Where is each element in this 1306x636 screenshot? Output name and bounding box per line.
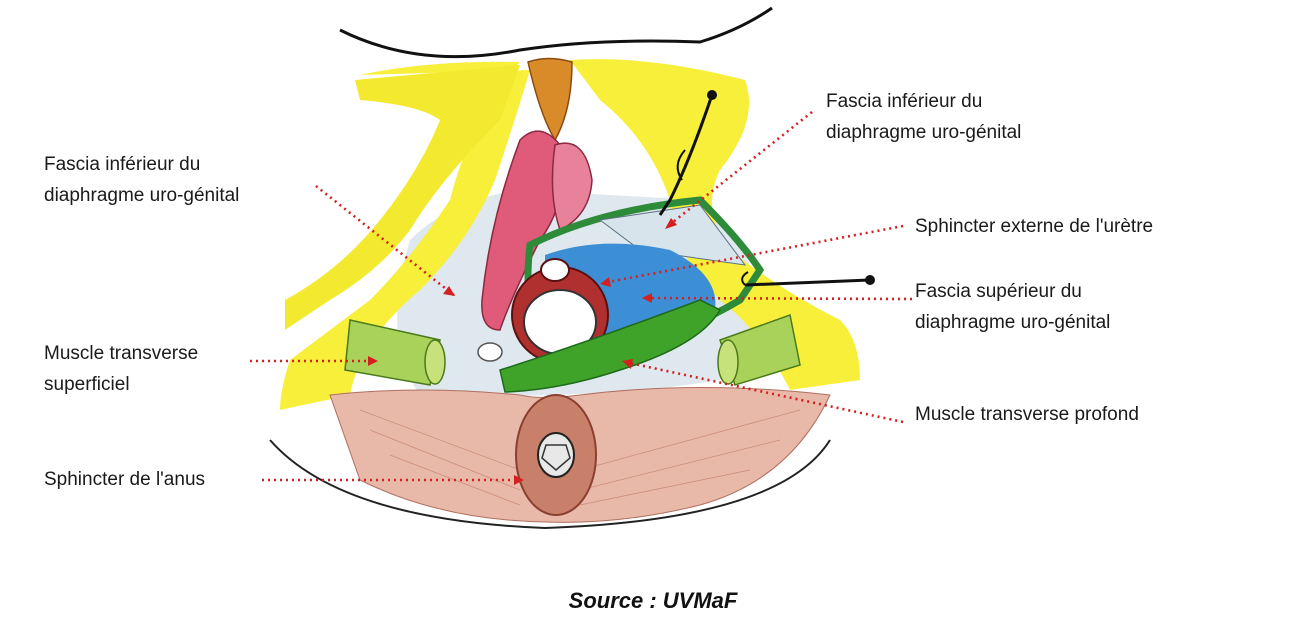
superficial-transverse-left-end (424, 339, 446, 385)
superficial-transverse-right-end (717, 339, 739, 385)
gland (477, 342, 503, 362)
label-inferior-fascia-right: Fascia inférieur du diaphragme uro-génit… (826, 91, 1022, 143)
anus (537, 432, 575, 478)
labia-minora-right (551, 142, 593, 232)
arrow-right-2 (600, 277, 611, 287)
label-inferior-fascia-left: Fascia inférieur du diaphragme uro-génit… (44, 154, 240, 206)
retractor-top (658, 94, 714, 216)
lower-outline (269, 439, 831, 530)
retractor-right (744, 278, 871, 287)
retractor-top-tip (707, 90, 717, 100)
label-external-urethral-sphincter: Sphincter externe de l'urètre (915, 216, 1154, 237)
arrow-left-mid (368, 356, 378, 366)
label-anal-sphincter: Sphincter de l'anus (44, 469, 206, 490)
deep-transverse-muscle (499, 299, 722, 393)
leader-right-3 (644, 296, 913, 301)
anus-pucker (541, 444, 571, 471)
upper-outline (339, 6, 773, 59)
muscle-striations (359, 409, 801, 506)
arrow-left-bot (514, 475, 524, 485)
label-superficial-transverse-muscle: Muscle transverse superficiel (44, 343, 199, 395)
retractor-hook-top (676, 149, 686, 181)
arrow-right-3 (642, 293, 652, 303)
fat-left-outer (285, 65, 520, 330)
retractor-hook-right (741, 271, 749, 286)
label-deep-transverse-muscle: Muscle transverse profond (915, 404, 1139, 425)
arrow-right-4 (622, 359, 633, 369)
inferior-fascia-strip (598, 204, 747, 266)
retractor-right-tip (865, 275, 875, 285)
source-caption: Source : UVMaF (568, 588, 738, 613)
arrow-left-top (443, 286, 455, 296)
label-superior-fascia: Fascia supérieur du diaphragme uro-génit… (915, 281, 1111, 333)
clitoris (527, 57, 573, 142)
leader-lines (250, 110, 913, 485)
urethral-opening (540, 258, 570, 282)
superficial-transverse-left (344, 319, 441, 386)
leader-right-1 (667, 110, 813, 228)
arrow-right-1 (665, 218, 677, 229)
